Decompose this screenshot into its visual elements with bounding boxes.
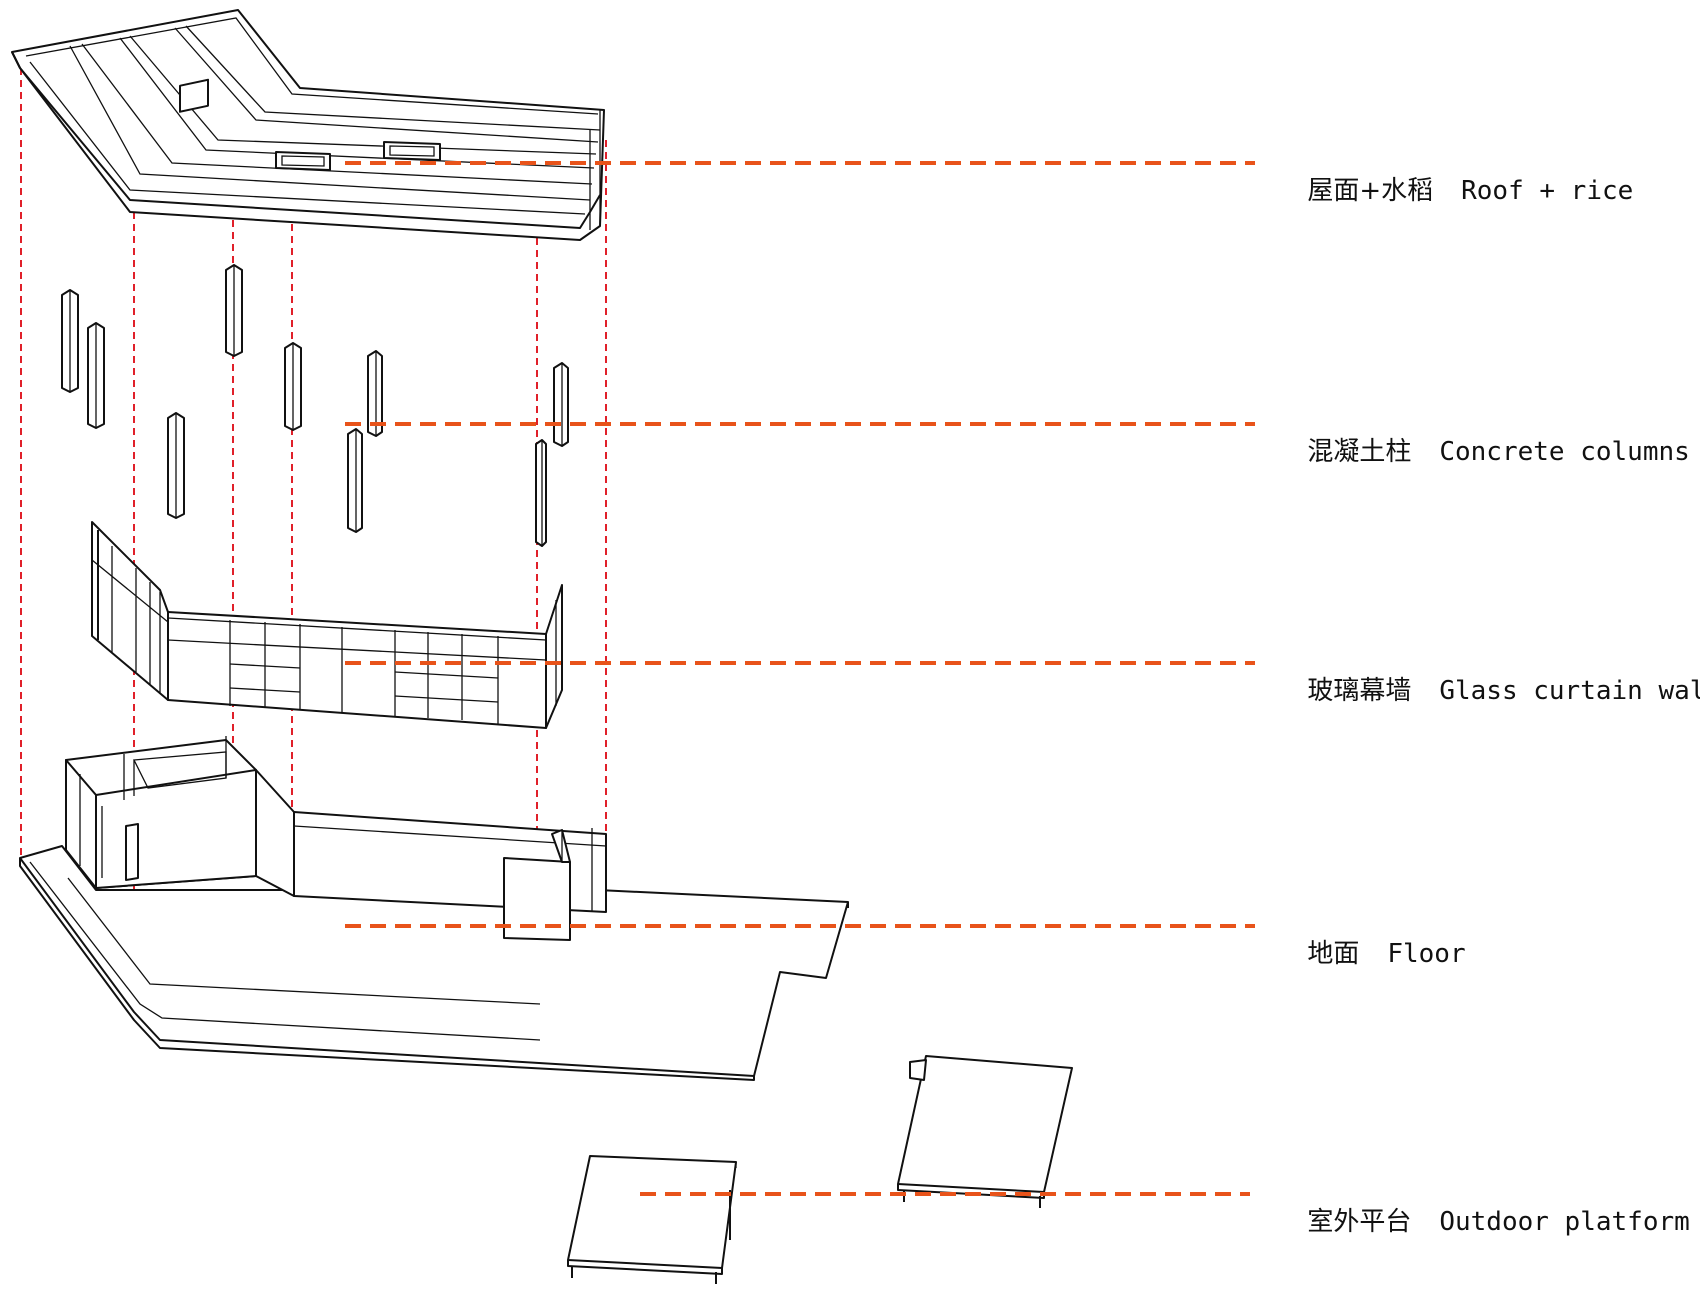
roof-skylight-1 (179, 78, 209, 113)
column (553, 362, 569, 447)
column (167, 412, 185, 519)
label-platform-en: Outdoor platform (1439, 1207, 1690, 1237)
glass-curtain-walls-layer (91, 521, 563, 729)
label-roof: 屋面+水稻 Roof + rice (1276, 152, 1633, 204)
label-platform: 室外平台 Outdoor platform (1276, 1183, 1690, 1237)
outdoor-platform-layer (567, 1055, 1073, 1284)
floor-layer (19, 736, 849, 1081)
column (225, 264, 243, 357)
label-floor-cn: 地面 (1307, 939, 1360, 969)
label-platform-cn: 室外平台 (1307, 1207, 1412, 1237)
column (87, 322, 105, 429)
column (284, 342, 302, 431)
column (347, 428, 363, 533)
label-glass: 玻璃幕墙 Glass curtain walls (1276, 652, 1700, 704)
label-columns-cn: 混凝土柱 (1307, 437, 1412, 467)
label-floor-en: Floor (1387, 939, 1466, 969)
column (367, 350, 383, 437)
roof-layer (11, 9, 605, 241)
platform-left (567, 1155, 737, 1284)
label-columns: 混凝土柱 Concrete columns (1276, 413, 1690, 467)
platform-right (897, 1055, 1073, 1208)
concrete-columns-layer (61, 264, 569, 547)
label-glass-cn: 玻璃幕墙 (1307, 676, 1412, 706)
leader-lines (345, 161, 1255, 1196)
column (61, 289, 79, 393)
label-roof-en: Roof + rice (1461, 176, 1634, 206)
label-columns-en: Concrete columns (1439, 437, 1690, 467)
label-floor: 地面 Floor (1276, 915, 1466, 969)
label-roof-cn: 屋面+水稻 (1307, 176, 1434, 206)
roof-skylight-2 (275, 151, 331, 171)
roof-skylight-3 (383, 141, 441, 161)
label-glass-en: Glass curtain walls (1439, 676, 1700, 706)
column (535, 439, 547, 547)
